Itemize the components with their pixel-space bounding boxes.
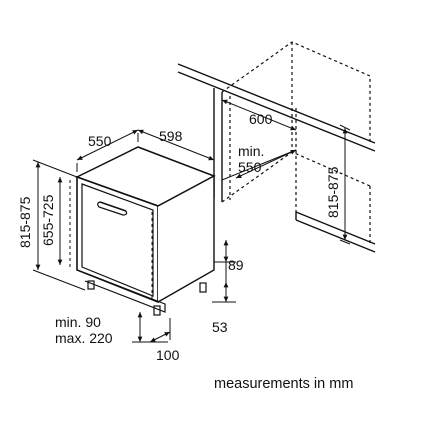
dishwasher-body [69,146,216,316]
caption: measurements in mm [214,376,353,392]
label-height-outer: 815-875 [17,196,33,248]
label-niche-depth-min: min. [238,143,264,159]
label-depth-550: 550 [88,133,112,149]
label-plinth-depth-100: 100 [156,347,180,363]
label-plinth-89: 89 [228,257,244,273]
label-niche-depth-550: 550 [238,159,262,175]
label-height-inner: 655-725 [40,194,56,246]
label-niche-width-600: 600 [249,111,273,127]
label-width-598: 598 [159,128,183,144]
label-foot-53: 53 [212,319,228,335]
label-niche-height: 815-875 [325,166,341,218]
label-plinth-max: max. 220 [55,330,113,346]
label-plinth-min: min. 90 [55,314,101,330]
dimension-lines [32,99,351,343]
